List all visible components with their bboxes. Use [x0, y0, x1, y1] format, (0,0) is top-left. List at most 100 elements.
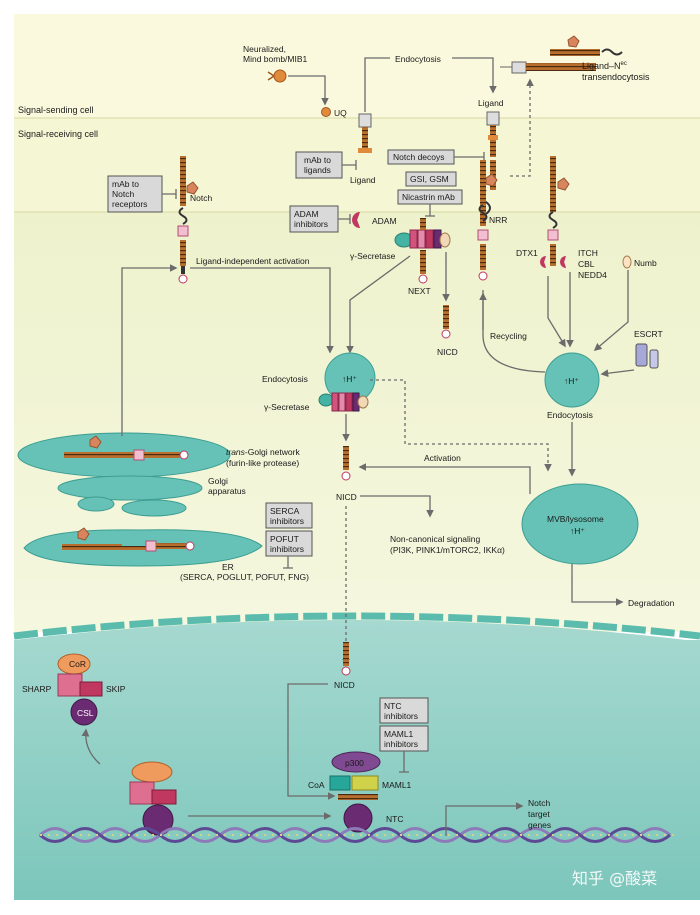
gamma-secretase-label: γ-Secretase [350, 251, 396, 261]
receiving-cell-label: Signal-receiving cell [18, 129, 98, 139]
notch-label: Notch [190, 193, 212, 203]
csl-dna-complex-left [129, 761, 177, 836]
notch-receptor-right [547, 156, 570, 266]
nicd-fragment-nucleus [341, 642, 351, 676]
mab-notch-line3: receptors [112, 199, 147, 209]
transendocytosis-label-1: Ligand–Nec [582, 61, 627, 71]
notch-receptor-nrr [477, 160, 489, 281]
watermark: 知乎 @酸菜 [572, 869, 657, 888]
ntc-complex [329, 751, 381, 833]
nicd-fragment-top [441, 305, 451, 339]
golgi-label-2: apparatus [208, 486, 246, 496]
endosome-secretase [318, 392, 369, 412]
golgi-vesicle-1 [77, 496, 115, 512]
ntc-inhibitors-box: NTC inhibitors [379, 697, 429, 724]
next-fragment [418, 250, 428, 284]
mib-enzyme-icon [267, 69, 287, 83]
ntc-inh-line1: NTC [384, 701, 401, 711]
nicd-nucleus-label: NICD [334, 680, 355, 690]
noncanonical-line1: Non-canonical signaling [390, 534, 481, 544]
pofut-line2: inhibitors [270, 544, 304, 554]
serca-line1: SERCA [270, 506, 300, 516]
nicd-fragment-middle [341, 446, 351, 481]
ligand-n-superscript: ec [621, 61, 627, 67]
numb-icon [622, 255, 632, 269]
maml1-inh-line1: MAML1 [384, 729, 414, 739]
transendocytosis-complex [500, 35, 623, 74]
mab-ligands-line2: ligands [304, 165, 331, 175]
endosome-right [544, 352, 600, 408]
cor-label: CoR [69, 659, 86, 669]
serca-line2: inhibitors [270, 516, 304, 526]
ligand-label: Ligand [350, 175, 376, 185]
endosome-right-h: ↑H⁺ [564, 376, 579, 386]
mab-notch-line1: mAb to [112, 179, 139, 189]
target-genes-line2: target [528, 809, 550, 819]
trans-golgi-label: trans-Golgi network [226, 447, 300, 457]
ligand-sending [358, 113, 372, 153]
escrt-label: ESCRT [634, 329, 663, 339]
nuclear-membrane [13, 612, 700, 640]
maml1-inhibitors-box: MAML1 inhibitors [379, 725, 429, 752]
mab-notch-box: mAb to Notch receptors [107, 175, 163, 213]
adam-label: ADAM [372, 216, 397, 226]
gsi-box: GSI, GSM [405, 171, 457, 187]
golgi-cisterna-1 [57, 475, 203, 501]
serca-inhibitors-box: SERCA inhibitors [265, 502, 313, 529]
trans-golgi-italic: trans [226, 447, 246, 457]
notch-receptor-left [177, 156, 199, 284]
uq-label: UQ [334, 108, 347, 118]
endocytosed-ligand-label: Ligand [478, 98, 504, 108]
nicd-middle-label: NICD [336, 492, 357, 502]
mvb-label: MVB/lysosome [547, 514, 604, 524]
dna-helix [39, 827, 680, 843]
nedd4-label: NEDD4 [578, 270, 607, 280]
dtx1-icon [540, 256, 547, 269]
sharp-label: SHARP [22, 684, 52, 694]
itch-icon [560, 256, 567, 269]
ntc-label: NTC [386, 814, 403, 824]
pofut-inhibitors-box: POFUT inhibitors [265, 530, 313, 557]
adam-inh-line2: inhibitors [294, 219, 328, 229]
adam-protease [352, 212, 361, 229]
nicd-top-label: NICD [437, 347, 458, 357]
noncanonical-line2: (PI3K, PINK1/mTORC2, IKKα) [390, 545, 505, 555]
adam-inh-line1: ADAM [294, 209, 319, 219]
er-list-label: (SERCA, POGLUT, POFUT, FNG) [180, 572, 309, 582]
endoplasmic-reticulum [23, 527, 263, 567]
itch-label: ITCH [578, 248, 598, 258]
adam-inhibitors-box: ADAM inhibitors [289, 205, 339, 233]
recycling-label: Recycling [490, 331, 527, 341]
coa-label: CoA [308, 780, 325, 790]
gamma-secretase-complex [394, 218, 451, 249]
target-genes-line1: Notch [528, 798, 550, 808]
nicastrin-box: Nicastrin mAb [397, 189, 463, 205]
endocytosis-left-label: Endocytosis [262, 374, 308, 384]
csl-corepressor-complex [57, 653, 103, 726]
csl-label: CSL [77, 708, 94, 718]
ligand-independent-label: Ligand-independent activation [196, 256, 310, 266]
numb-label: Numb [634, 258, 657, 268]
gamma-secretase-2-label: γ-Secretase [264, 402, 310, 412]
pofut-line1: POFUT [270, 534, 299, 544]
mab-to-ligands-box: mAb to ligands [295, 151, 343, 179]
mab-notch-line2: Notch [112, 189, 134, 199]
notch-decoys-text: Notch decoys [393, 152, 445, 162]
sending-cell-label: Signal-sending cell [18, 105, 94, 115]
escrt-icon [635, 343, 659, 369]
mab-ligands-line1: mAb to [304, 155, 331, 165]
golgi-cisterna-2 [121, 499, 187, 517]
maml1-label: MAML1 [382, 780, 412, 790]
neuralized-label: Neuralized, [243, 44, 286, 54]
degradation-label: Degradation [628, 598, 675, 608]
notch-decoys-box: Notch decoys [387, 149, 455, 165]
endocytosis-right-label: Endocytosis [547, 410, 593, 420]
dtx1-label: DTX1 [516, 248, 538, 258]
skip-label: SKIP [106, 684, 126, 694]
ligand-n-label: Ligand–N [582, 61, 621, 71]
gsi-text: GSI, GSM [410, 174, 449, 184]
cbl-label: CBL [578, 259, 595, 269]
golgi-label-1: Golgi [208, 476, 228, 486]
